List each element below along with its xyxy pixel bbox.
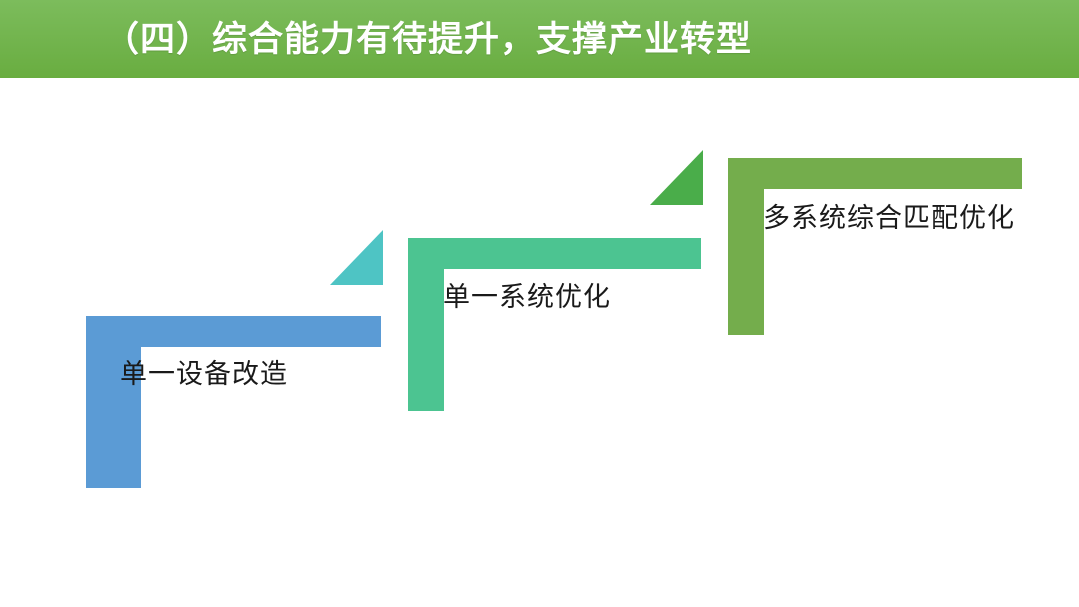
slide-header-bar: （四）综合能力有待提升，支撑产业转型 [0, 0, 1079, 78]
step-1-arm-vertical [86, 316, 141, 488]
step-3-label: 多系统综合匹配优化 [763, 203, 1015, 233]
step-3-arm-vertical [728, 158, 764, 335]
step-3-riser-triangle-icon [650, 150, 703, 205]
step-2-arm-vertical [408, 238, 444, 411]
step-2-label: 单一系统优化 [443, 282, 611, 312]
step-3-arm-horizontal [728, 158, 1022, 189]
step-2-riser-triangle-icon [330, 230, 383, 285]
step-2-arm-horizontal [408, 238, 701, 269]
step-1-label: 单一设备改造 [120, 359, 288, 389]
page-title: （四）综合能力有待提升，支撑产业转型 [104, 20, 753, 59]
